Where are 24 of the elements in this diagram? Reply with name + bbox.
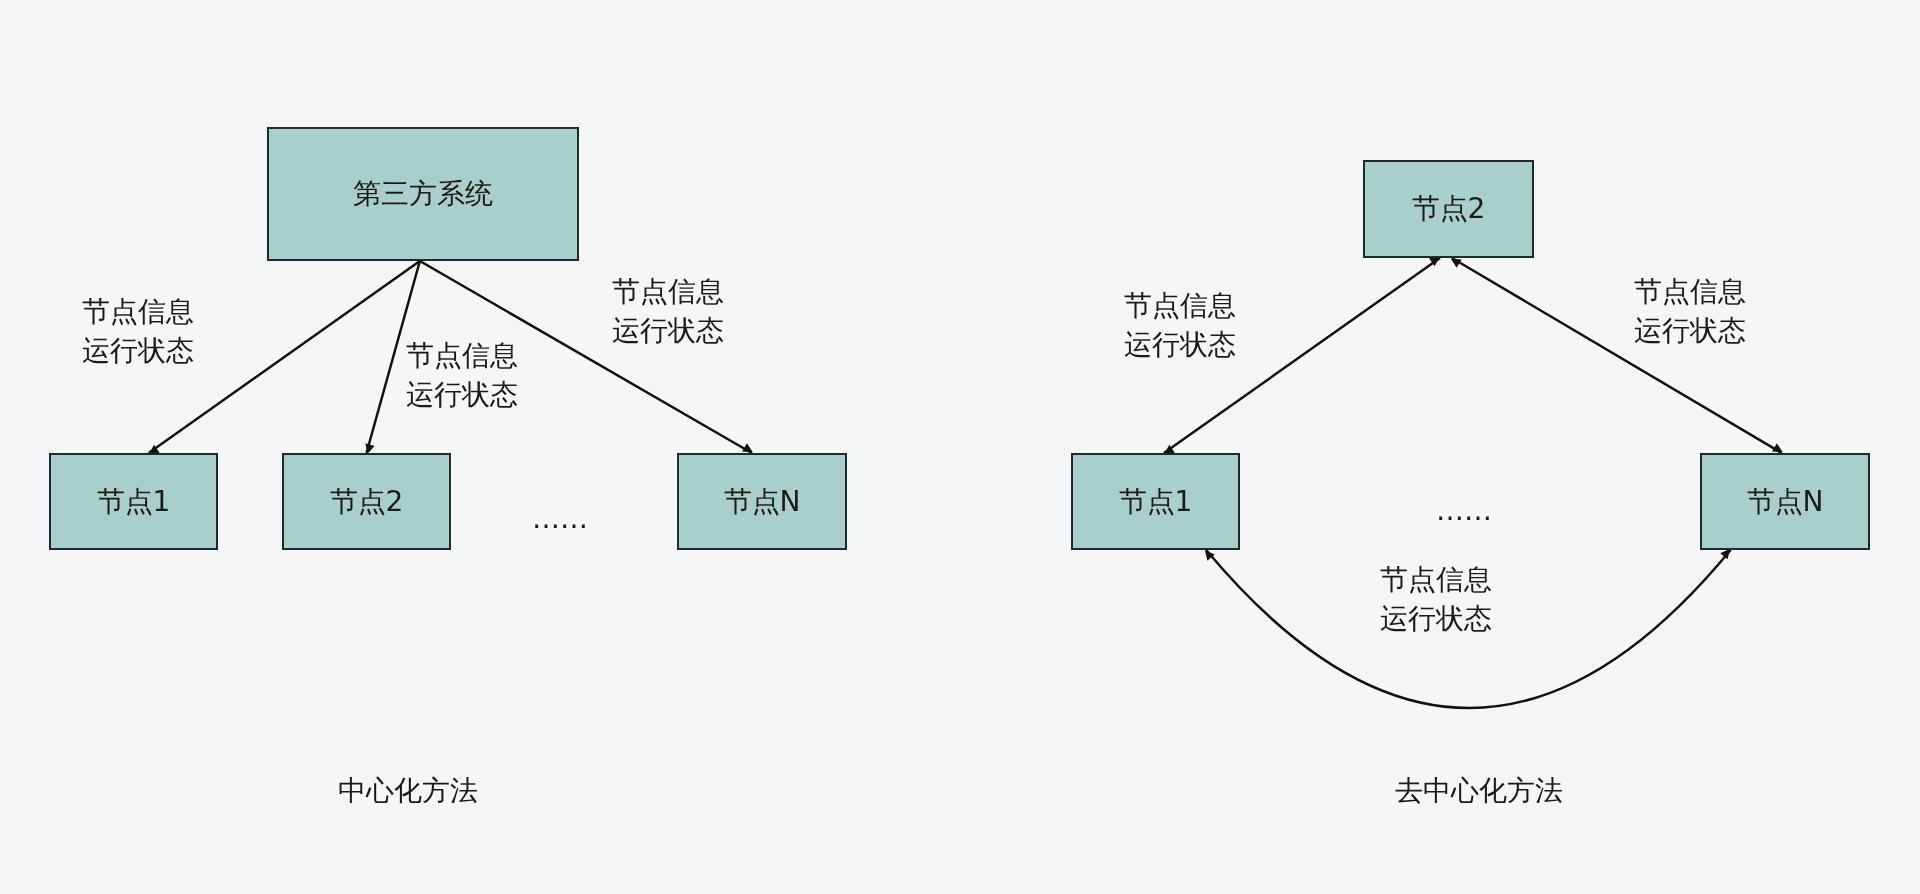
node-label: 节点N bbox=[723, 483, 801, 520]
node-label: 第三方系统 bbox=[353, 176, 493, 212]
node-box bbox=[49, 453, 218, 550]
arrow bbox=[1163, 256, 1441, 455]
ellipsis: …… bbox=[532, 502, 588, 535]
diagram-caption: 去中心化方法 bbox=[1395, 773, 1563, 809]
node-box bbox=[1700, 453, 1870, 550]
node-box bbox=[1363, 160, 1534, 258]
arrow bbox=[419, 259, 753, 455]
node-label: 节点1 bbox=[96, 483, 171, 520]
node-box bbox=[1071, 453, 1240, 550]
node-box bbox=[282, 453, 451, 550]
node-box bbox=[267, 127, 579, 261]
node-label: 节点2 bbox=[1411, 191, 1486, 227]
node-label: 节点N bbox=[1746, 483, 1824, 520]
node-label: 节点2 bbox=[329, 483, 404, 520]
node-box bbox=[677, 453, 847, 550]
arrow bbox=[1204, 548, 1732, 709]
arrow bbox=[148, 260, 421, 455]
diagram-caption: 中心化方法 bbox=[338, 773, 478, 809]
node-label: 节点1 bbox=[1118, 483, 1193, 520]
arrow bbox=[365, 260, 422, 454]
ellipsis: …… bbox=[1436, 494, 1492, 527]
arrow bbox=[1450, 256, 1783, 455]
